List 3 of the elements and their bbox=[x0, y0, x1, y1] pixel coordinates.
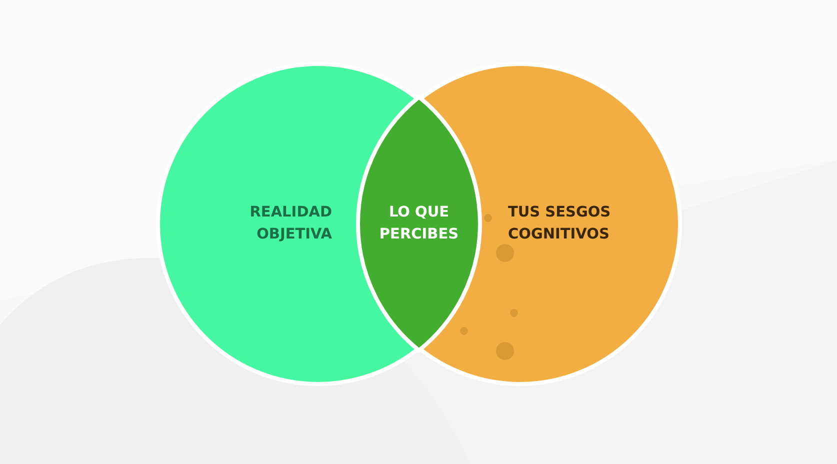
node-label: LO QUE PERCIBES bbox=[378, 203, 460, 244]
node-label: TUS SESGOS COGNITIVOS bbox=[508, 203, 612, 244]
node-label: REALIDAD OBJETIVA bbox=[248, 203, 332, 244]
